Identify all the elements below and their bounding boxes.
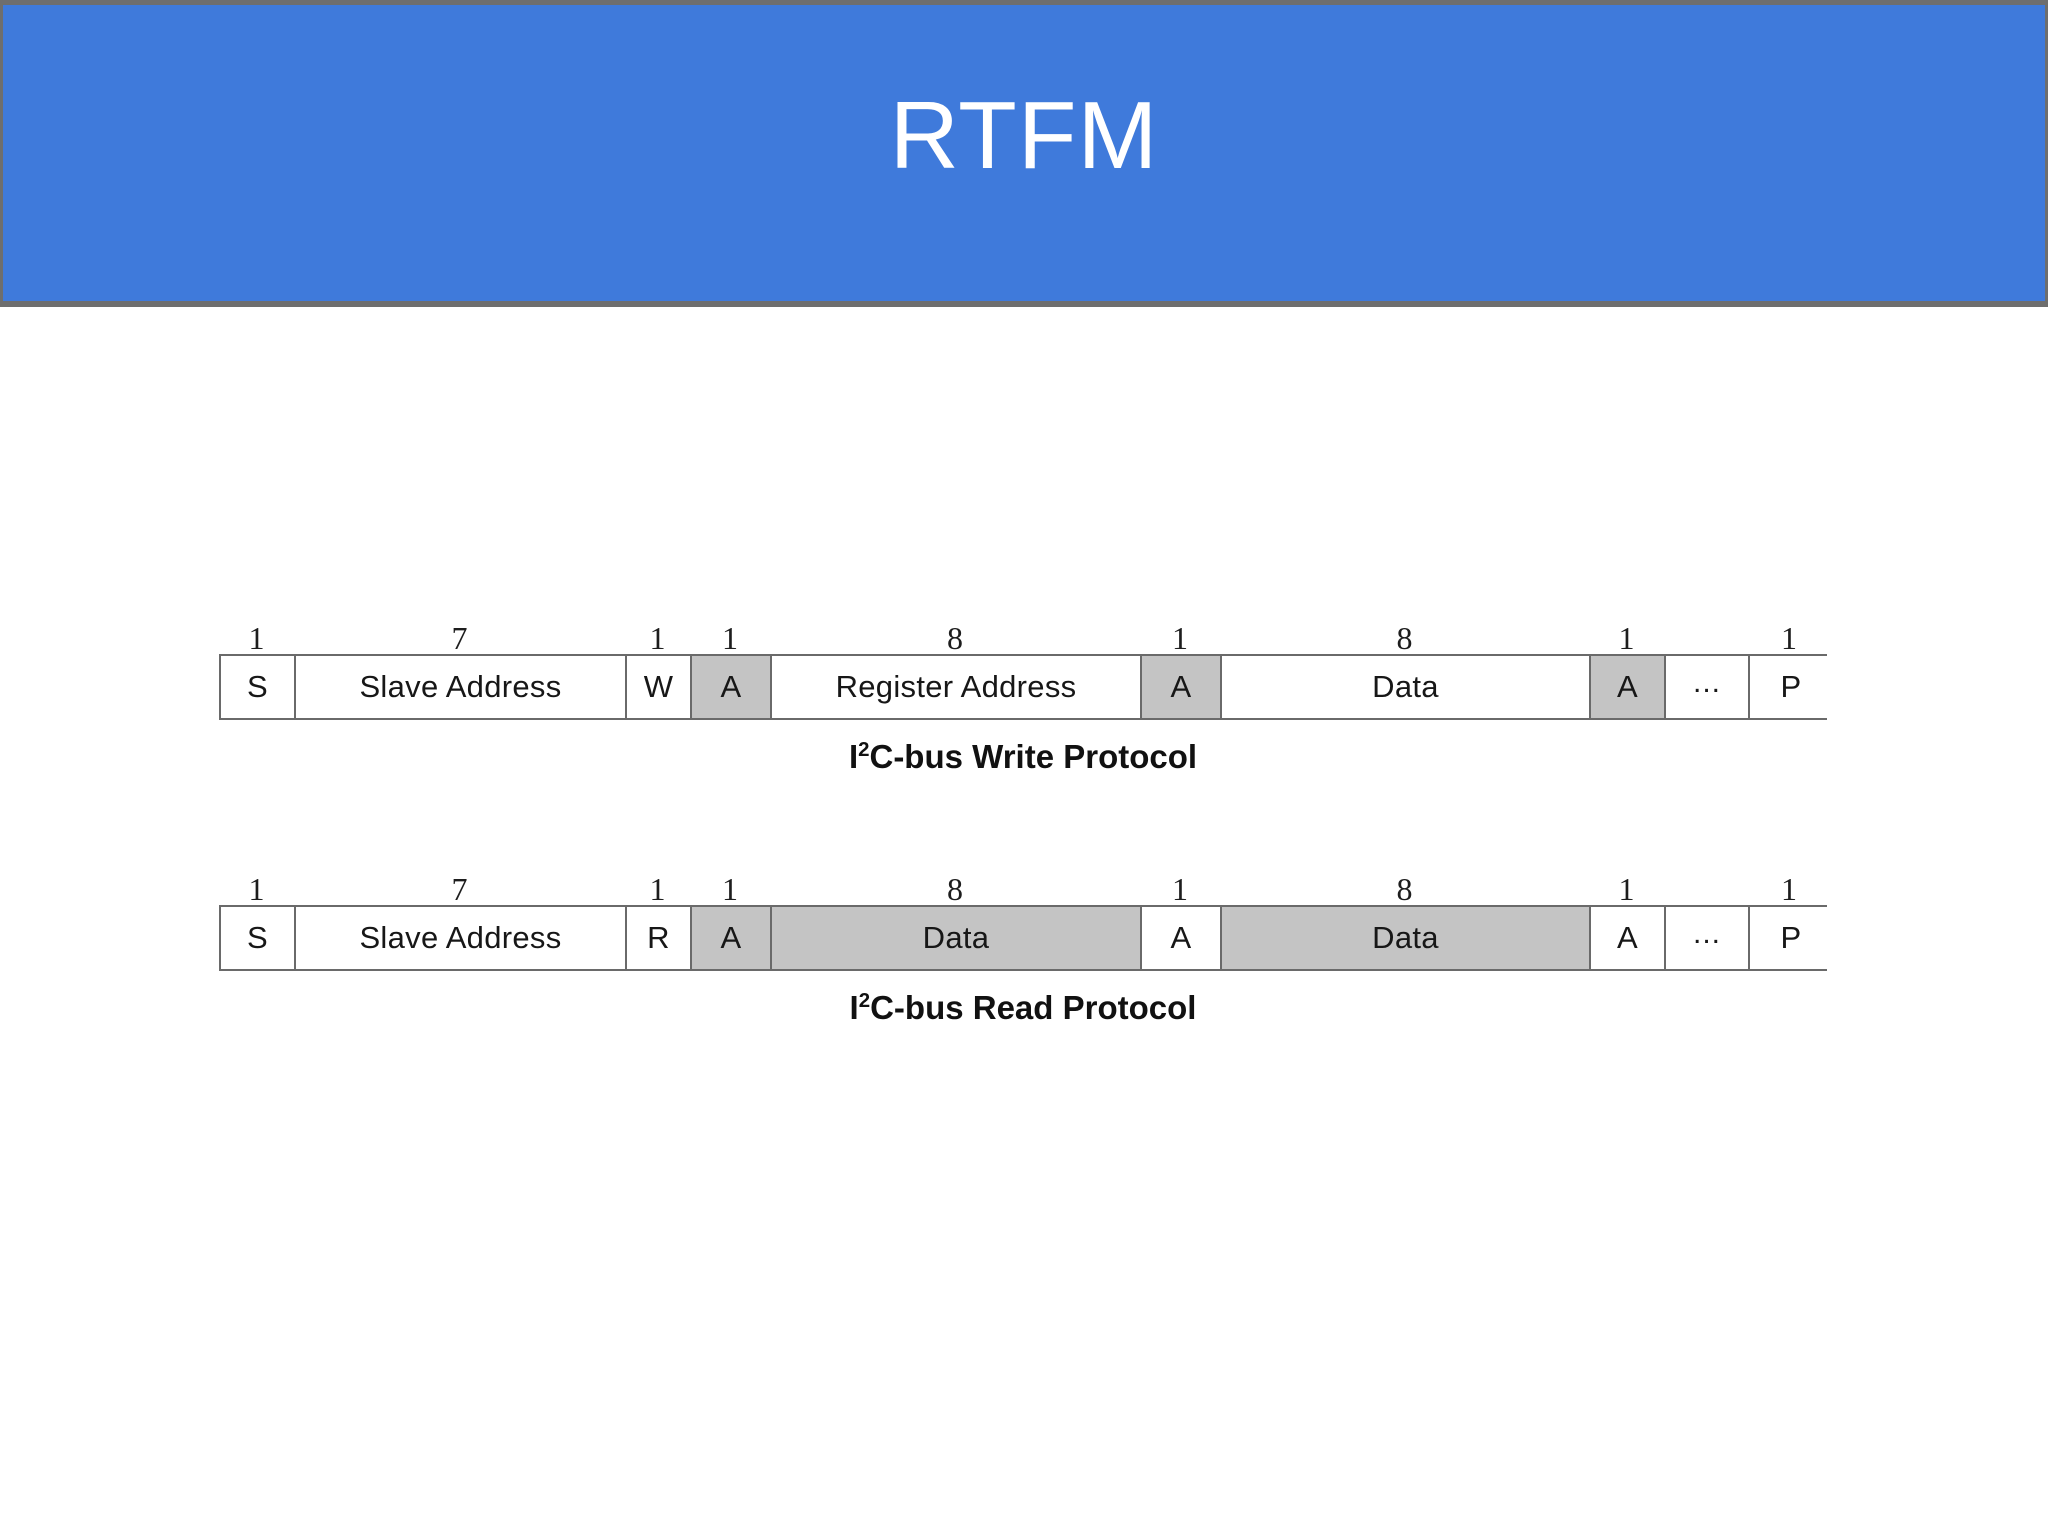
protocol-cell-ellipsis: ... — [1666, 656, 1750, 718]
caption-read-protocol: I2C-bus Read Protocol — [219, 989, 1827, 1027]
bit-width-label: 8 — [1396, 620, 1413, 656]
bit-width-label: 1 — [1172, 620, 1188, 656]
protocol-cell-a: A — [1142, 656, 1222, 718]
protocol-cell-s: S — [221, 656, 296, 718]
slide-title-banner: RTFM — [0, 0, 2048, 307]
protocol-cell-a: A — [1142, 907, 1222, 969]
bit-width-label: 8 — [947, 620, 963, 656]
caption-suffix: C-bus Write Protocol — [869, 738, 1198, 775]
bit-width-label: 1 — [649, 871, 666, 907]
bit-width-labels-read: 1 7 1 1 8 1 8 1 1 — [219, 859, 1827, 905]
protocol-cell-a: A — [1591, 656, 1666, 718]
protocol-cell-r: R — [627, 907, 692, 969]
protocol-cell-register-address: Register Address — [772, 656, 1142, 718]
protocol-cell-a: A — [1591, 907, 1666, 969]
caption-superscript: 2 — [858, 738, 870, 761]
bit-width-label: 1 — [1781, 871, 1797, 907]
protocol-cell-slave-address: Slave Address — [296, 656, 627, 718]
bit-width-label: 1 — [1781, 620, 1797, 656]
bit-width-label: 7 — [451, 620, 468, 656]
protocol-cell-w: W — [627, 656, 692, 718]
protocol-cell-data: Data — [1222, 907, 1591, 969]
bit-width-label: 1 — [722, 871, 738, 907]
bit-width-label: 1 — [1618, 871, 1635, 907]
protocol-cell-a: A — [692, 656, 772, 718]
bit-width-label: 1 — [649, 620, 666, 656]
bit-width-label: 8 — [1396, 871, 1413, 907]
bit-width-label: 8 — [947, 871, 963, 907]
protocol-cell-p: P — [1750, 907, 1832, 969]
caption-prefix: I — [849, 989, 859, 1026]
caption-superscript: 2 — [858, 989, 871, 1012]
protocol-cell-s: S — [221, 907, 296, 969]
bit-width-label: 1 — [722, 620, 738, 656]
caption-suffix: C-bus Read Protocol — [870, 989, 1197, 1026]
protocol-cell-slave-address: Slave Address — [296, 907, 627, 969]
protocol-cell-ellipsis: ... — [1666, 907, 1750, 969]
protocol-cell-a: A — [692, 907, 772, 969]
bit-width-label: 7 — [451, 871, 468, 907]
bit-width-label: 1 — [248, 620, 265, 656]
bit-width-label: 1 — [248, 871, 265, 907]
protocol-cell-data: Data — [772, 907, 1142, 969]
protocol-cell-data: Data — [1222, 656, 1591, 718]
caption-prefix: I — [848, 738, 859, 775]
protocol-cell-p: P — [1750, 656, 1832, 718]
bit-width-label: 1 — [1618, 620, 1635, 656]
bit-width-labels-write: 1 7 1 1 8 1 8 1 1 — [219, 608, 1827, 654]
page-title: RTFM — [889, 82, 1159, 189]
bit-width-label: 1 — [1172, 871, 1188, 907]
caption-write-protocol: I2C-bus Write Protocol — [219, 738, 1827, 776]
